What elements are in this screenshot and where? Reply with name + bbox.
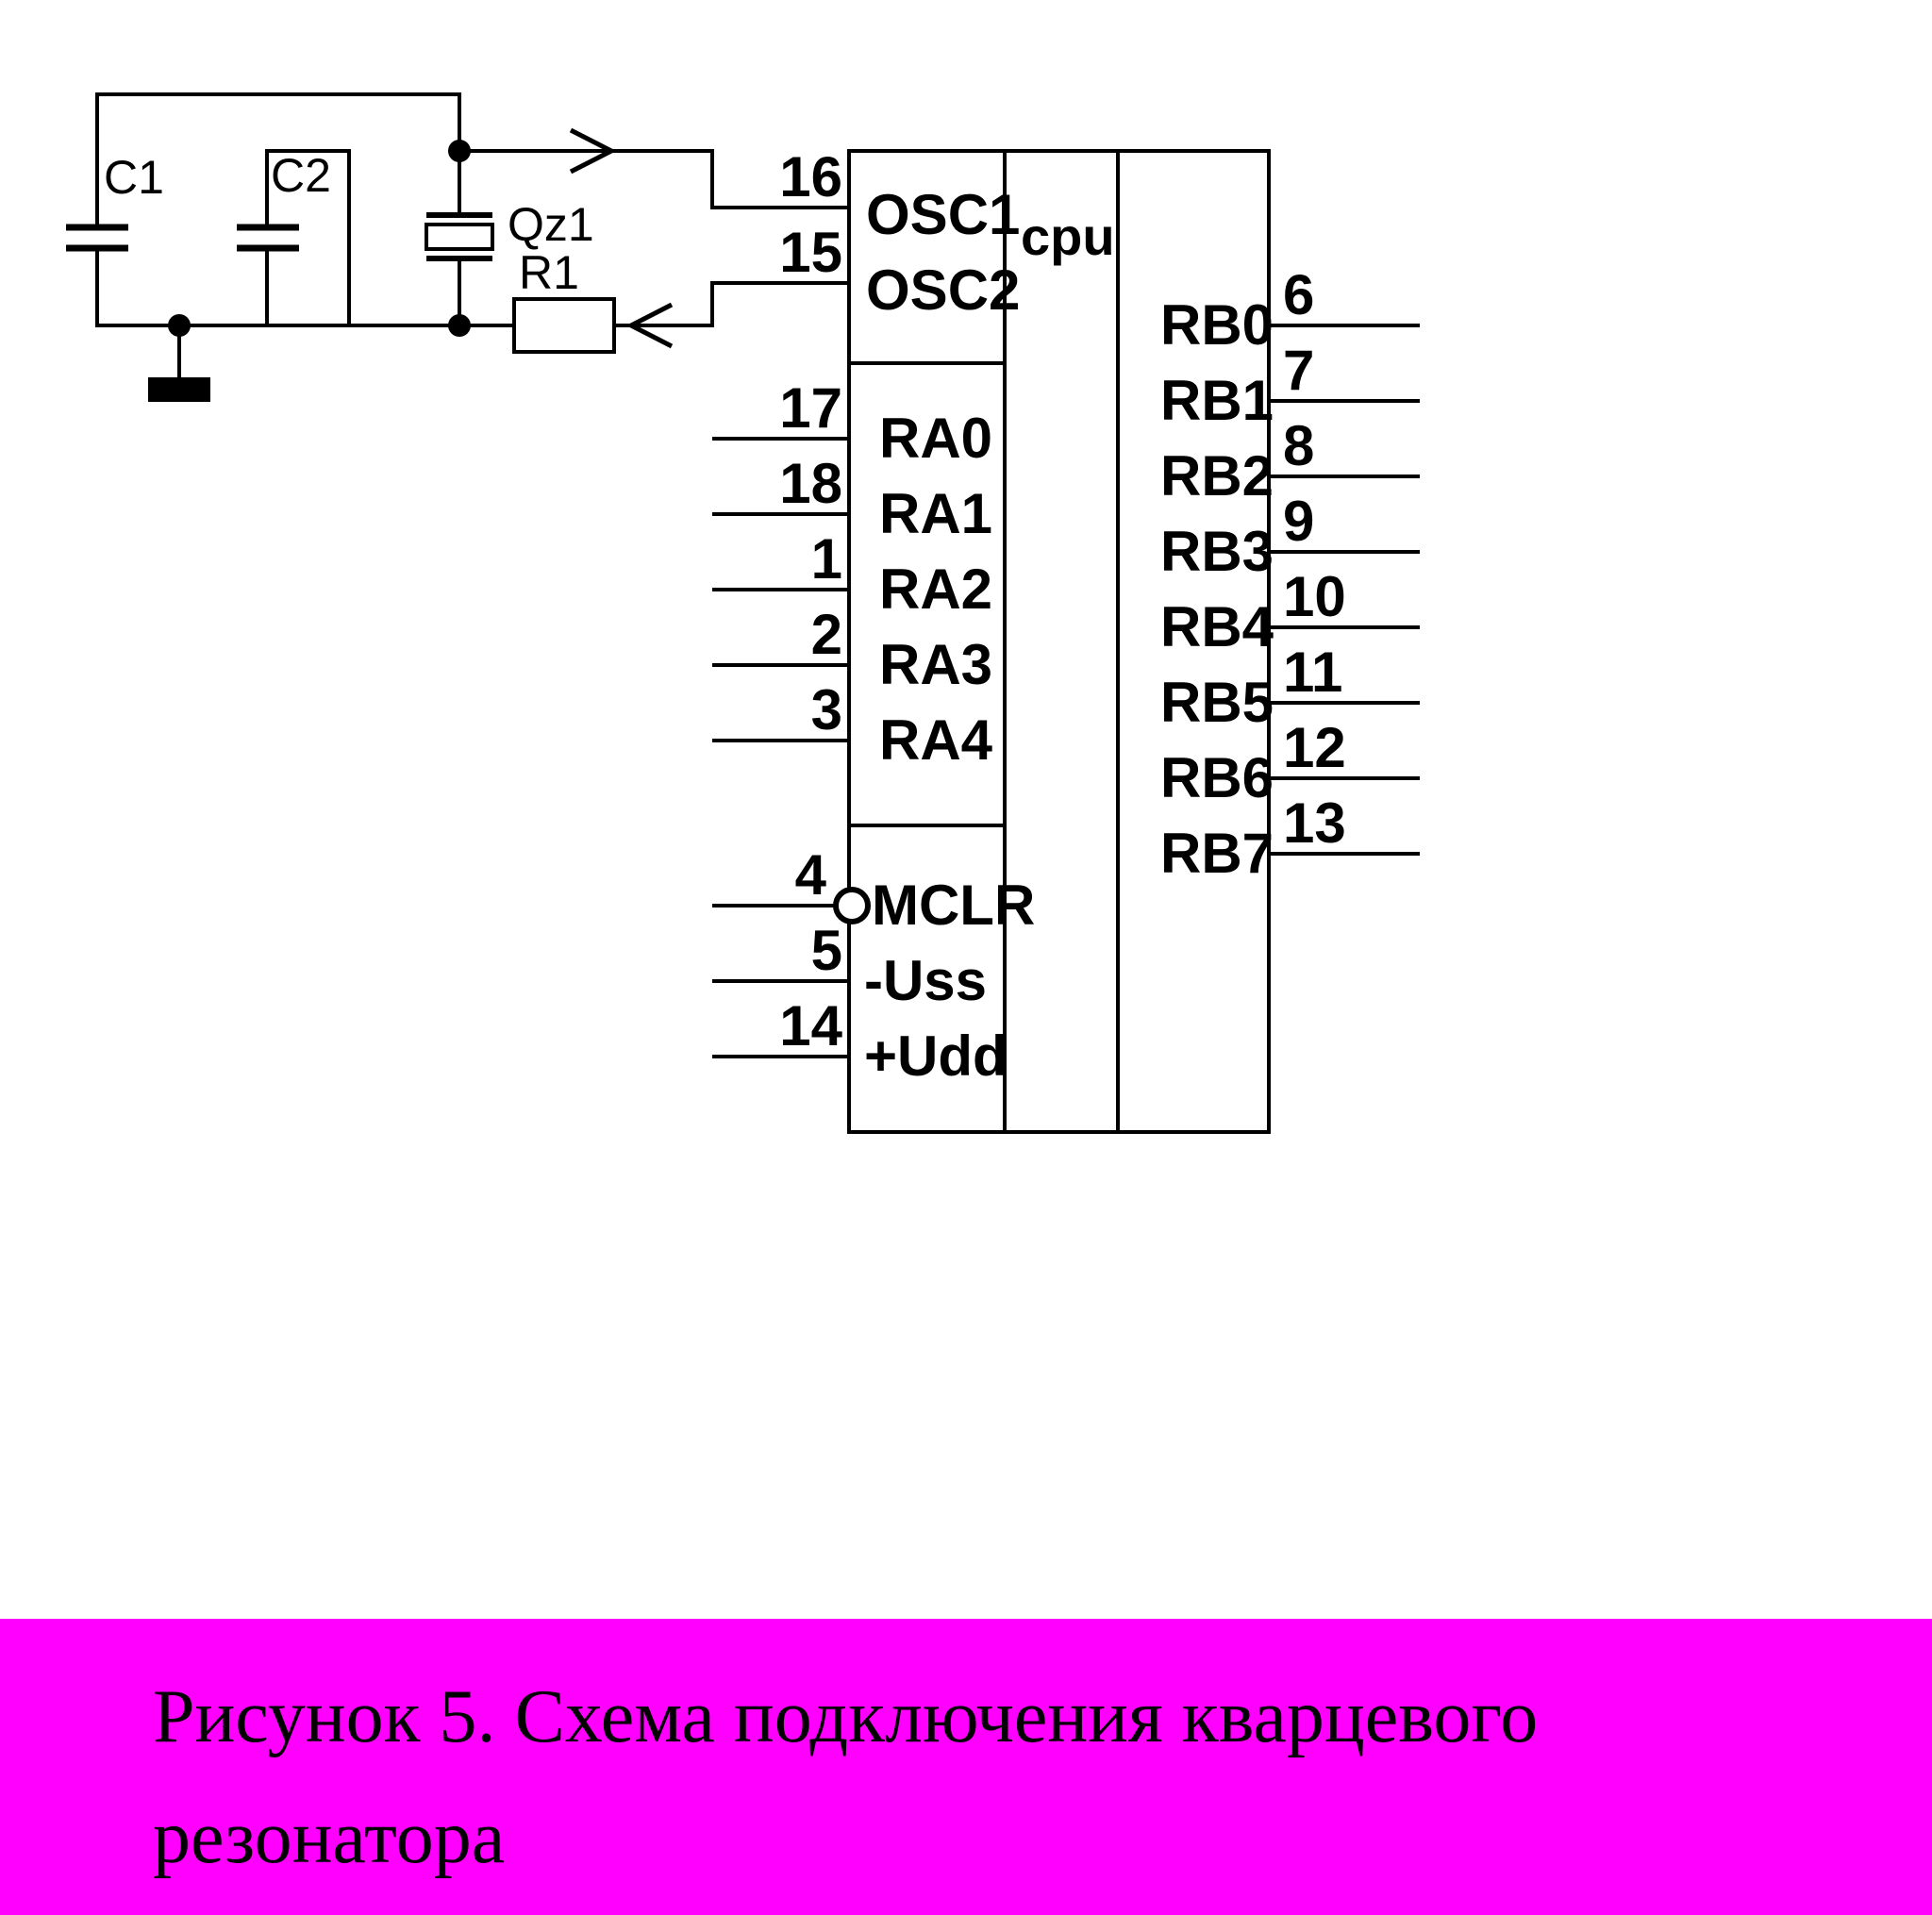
wire-top-rail: [95, 92, 461, 230]
c1-label: C1: [104, 151, 164, 204]
c2-label: C2: [271, 149, 331, 202]
pin-4-number: 4: [795, 843, 827, 907]
osc2-label: OSC2: [866, 258, 1020, 322]
pin-10-number: 10: [1283, 565, 1346, 628]
crystal-qz1: [425, 212, 494, 261]
pin-3-number: 3: [811, 678, 842, 741]
rb0-label: RB0: [1160, 293, 1274, 357]
junction-dot: [448, 140, 471, 162]
udd-label: +Udd: [864, 1024, 1008, 1088]
rb2-label: RB2: [1160, 444, 1274, 508]
pin-2-number: 2: [811, 603, 842, 666]
cpu-outline: [847, 149, 1271, 1134]
qz1-label: Qz1: [508, 198, 594, 251]
osc1-label: OSC1: [866, 183, 1020, 246]
pin-16-number: 16: [779, 145, 842, 208]
qz1-body: [425, 223, 494, 251]
right-pin-stubs: [1269, 324, 1420, 856]
resistor-r1-body: [512, 297, 616, 354]
cpu-block: [847, 149, 1271, 1134]
cpu-title: cpu: [1021, 207, 1115, 266]
pin-15-number: 15: [779, 221, 842, 284]
capacitor-c1: [66, 224, 128, 252]
caption-line-2: резонатора: [153, 1796, 506, 1879]
wire-c2-top-link: [265, 149, 351, 327]
uss-label: -Uss: [864, 949, 987, 1012]
wires: [95, 92, 851, 379]
junction-dot: [168, 314, 191, 337]
wire-osc2-feed: [612, 281, 851, 327]
figure-caption: Рисунок 5. Схема подключения кварцевого …: [0, 1619, 1932, 1915]
ra4-label: RA4: [879, 708, 993, 772]
mclr-label: MCLR: [872, 874, 1035, 937]
r1-label: R1: [519, 246, 579, 299]
capacitor-c2: [237, 224, 299, 252]
pin-9-number: 9: [1283, 490, 1314, 553]
ra2-label: RA2: [879, 558, 992, 621]
pin-6-number: 6: [1283, 263, 1314, 326]
ra1-label: RA1: [879, 482, 992, 545]
junction-dot: [448, 314, 471, 337]
rb5-label: RB5: [1160, 671, 1274, 734]
pin-5-number: 5: [811, 919, 842, 982]
ground-symbol: [148, 377, 210, 402]
rb7-label: RB7: [1160, 822, 1274, 885]
caption-line-1: Рисунок 5. Схема подключения кварцевого: [153, 1675, 1539, 1758]
pin-13-number: 13: [1283, 791, 1346, 855]
ra0-label: RA0: [879, 407, 992, 470]
pin-1-number: 1: [811, 527, 842, 591]
signal-arrow-right-icon: [569, 127, 617, 175]
rb1-label: RB1: [1160, 369, 1274, 432]
pin-7-number: 7: [1283, 339, 1314, 402]
rb6-label: RB6: [1160, 746, 1274, 809]
signal-arrow-left-icon: [625, 302, 674, 349]
pin-17-number: 17: [779, 376, 842, 440]
rb4-label: RB4: [1160, 595, 1274, 658]
pin-18-number: 18: [779, 452, 842, 515]
rb3-label: RB3: [1160, 520, 1274, 583]
pin-8-number: 8: [1283, 414, 1314, 477]
mclr-inversion-circle: [833, 887, 871, 924]
ra3-label: RA3: [879, 633, 992, 696]
pin-12-number: 12: [1283, 716, 1346, 779]
pin-14-number: 14: [779, 994, 842, 1057]
wire-osc1-feed: [458, 149, 851, 209]
left-pin-stubs: [712, 437, 849, 1058]
pin-11-number: 11: [1283, 641, 1342, 704]
